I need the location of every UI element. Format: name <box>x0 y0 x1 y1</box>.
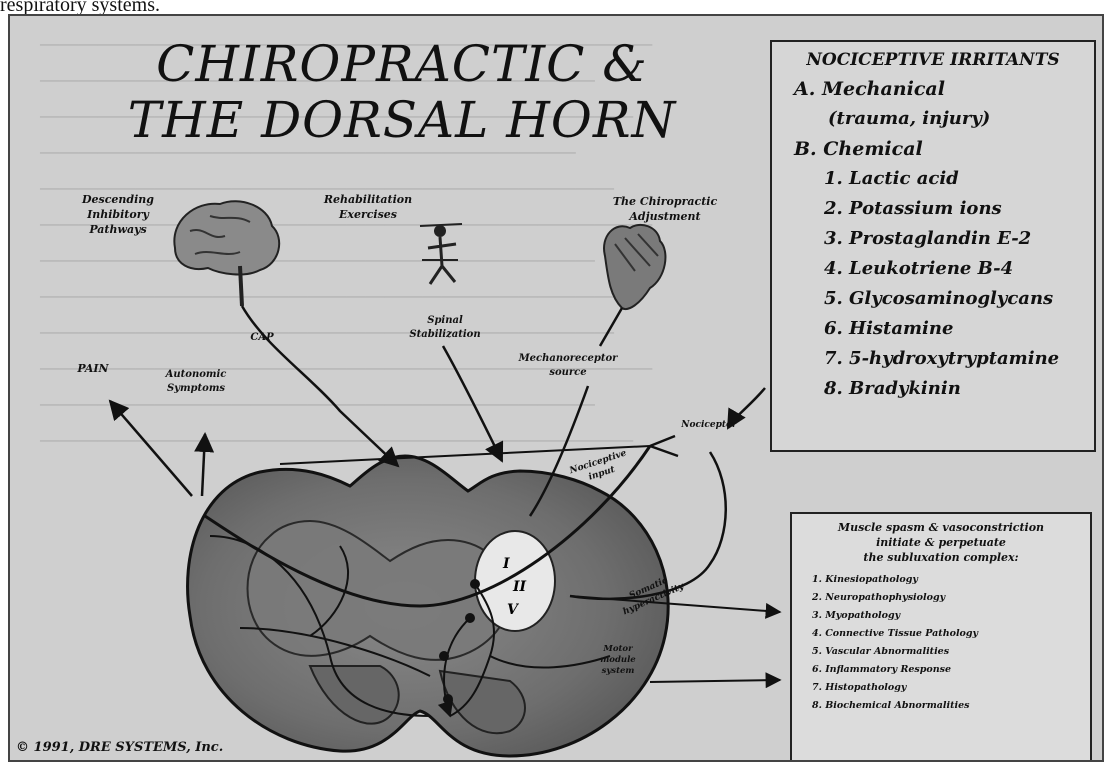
pain-arrow <box>110 401 192 496</box>
subluxation-item: 7. Histopathology <box>800 679 1082 697</box>
label-nociceptor: Nociceptor <box>674 420 744 430</box>
label-chiropractic-adjustment: The Chiropractic Adjustment <box>590 194 740 224</box>
motor-arrow <box>650 680 780 682</box>
nociceptive-item: 3. Prostaglandin E-2 <box>782 224 1084 254</box>
dorsal-horn-letter-2: II <box>512 579 527 595</box>
subluxation-item: 8. Biochemical Abnormalities <box>800 697 1082 715</box>
nociceptive-item: 2. Potassium ions <box>782 194 1084 224</box>
subluxation-item: 6. Inflammatory Response <box>800 661 1082 679</box>
label-mechanoreceptor: Mechanoreceptor source <box>508 352 628 380</box>
autonomic-arrow <box>202 434 205 496</box>
nociceptive-item: 8. Bradykinin <box>782 374 1084 404</box>
label-cap: CAP <box>242 332 282 343</box>
hands-icon <box>604 225 665 309</box>
nociceptive-item: 5. Glycosaminoglycans <box>782 284 1084 314</box>
subluxation-item: 3. Myopathology <box>800 607 1082 625</box>
subluxation-complex-box: Muscle spasm & vasoconstriction initiate… <box>790 512 1092 762</box>
poster: ──────────────────────────────── ───────… <box>8 14 1104 762</box>
subluxation-item: 2. Neuropathophysiology <box>800 589 1082 607</box>
nociceptive-category-a: A. Mechanical <box>782 74 1084 104</box>
label-motor-module: Motor module system <box>588 644 648 677</box>
subluxation-item: 1. Kinesiopathology <box>800 571 1082 589</box>
exercise-figure-icon <box>420 224 462 284</box>
subluxation-heading: Muscle spasm & vasoconstriction initiate… <box>800 520 1082 565</box>
dorsal-horn-letter-1: I <box>502 556 510 572</box>
nociceptive-title: NOCICEPTIVE IRRITANTS <box>782 50 1084 70</box>
nociceptive-category-b: B. Chemical <box>782 134 1084 164</box>
copyright-notice: © 1991, DRE SYSTEMS, Inc. <box>16 740 223 755</box>
nociceptive-irritants-box: NOCICEPTIVE IRRITANTS A. Mechanical (tra… <box>770 40 1096 452</box>
label-autonomic-symptoms: Autonomic Symptoms <box>148 368 244 396</box>
nociceptive-item: 6. Histamine <box>782 314 1084 344</box>
nociceptor-fork <box>650 436 678 456</box>
label-pain: PAIN <box>68 362 118 375</box>
nociceptive-item: 4. Leukotriene B-4 <box>782 254 1084 284</box>
label-rehab-exercises: Rehabilitation Exercises <box>308 192 428 222</box>
subluxation-item: 4. Connective Tissue Pathology <box>800 625 1082 643</box>
subluxation-item: 5. Vascular Abnormalities <box>800 643 1082 661</box>
nociceptive-item: 7. 5-hydroxytryptamine <box>782 344 1084 374</box>
label-spinal-stabilization: Spinal Stabilization <box>405 314 485 342</box>
stabilization-arrow <box>443 346 502 461</box>
nociceptive-item: 1. Lactic acid <box>782 164 1084 194</box>
label-descending-pathways: Descending Inhibitory Pathways <box>58 192 178 237</box>
nociceptive-category-a-sub: (trauma, injury) <box>782 104 1084 134</box>
brain-icon <box>174 201 279 306</box>
cap-arrow <box>242 306 398 466</box>
